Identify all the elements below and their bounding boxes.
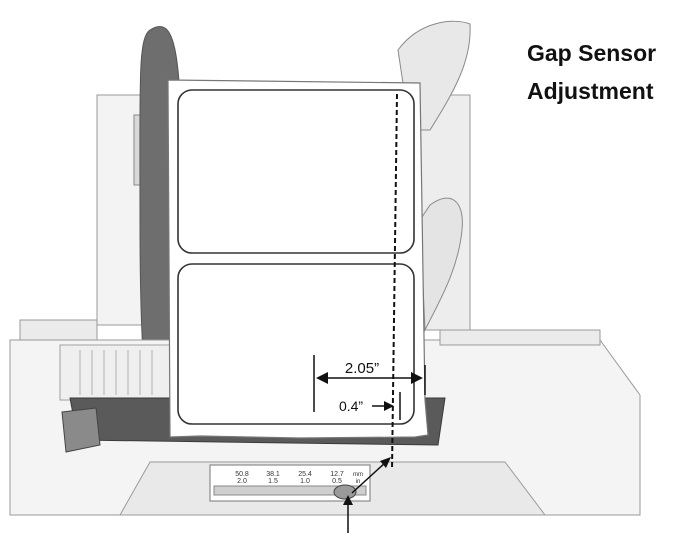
diagram-title-line-1: Gap Sensor: [527, 40, 657, 66]
scale-mm-0: 50.8: [235, 471, 249, 478]
scale-in-3: 0.5: [332, 478, 342, 485]
dimension-label-width: [313, 355, 426, 412]
label-bottom: [177, 263, 415, 425]
scale-mm-3: 12.7: [330, 471, 344, 478]
gap-sensor-knob[interactable]: [333, 484, 357, 500]
label-liner: [167, 79, 429, 439]
label-width-value: 2.05”: [345, 360, 379, 377]
label-top: [177, 89, 415, 254]
scale-in-0: 2.0: [237, 478, 247, 485]
sensor-scale: 50.8 38.1 25.4 12.7 2.0 1.5 1.0 0.5 mm i…: [209, 464, 371, 502]
sensor-alignment-line: [391, 93, 398, 471]
sensor-offset-value: 0.4”: [339, 398, 363, 414]
dimension-sensor-offset: [372, 392, 401, 420]
sensor-pointer-arrows: [343, 457, 391, 533]
scale-unit-in: in: [356, 479, 361, 485]
scale-mm-2: 25.4: [298, 471, 312, 478]
scale-in-1: 1.5: [268, 478, 278, 485]
scale-in-2: 1.0: [300, 478, 310, 485]
scale-unit-mm: mm: [353, 472, 363, 478]
diagram-title-line-2: Adjustment: [527, 78, 654, 104]
scale-mm-1: 38.1: [266, 471, 280, 478]
